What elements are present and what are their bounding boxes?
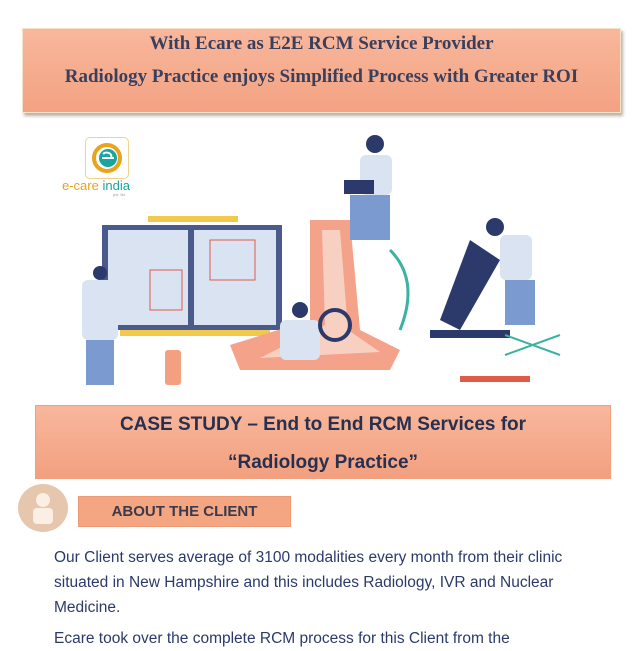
case-study-line-1: CASE STUDY – End to End RCM Services for: [119, 414, 527, 435]
title-line-1: With Ecare as E2E RCM Service Provider: [149, 33, 494, 54]
logo-prefix: e-care: [62, 178, 103, 193]
radiology-illustration: [82, 135, 561, 385]
title-line-2: Radiology Practice enjoys Simplified Pro…: [64, 66, 579, 87]
about-paragraph-2: Ecare took over the complete RCM process…: [54, 630, 510, 647]
ecare-logo-icon: [85, 137, 129, 179]
title-banner: With Ecare as E2E RCM Service Provider R…: [22, 28, 621, 113]
client-avatar-icon: [18, 484, 68, 532]
logo-suffix: india: [102, 178, 130, 193]
about-paragraph-1: Our Client serves average of 3100 modali…: [54, 549, 563, 616]
logo-subtitle: pvt. ltd.: [113, 192, 126, 197]
logo-text: e-care india: [62, 178, 130, 193]
case-study-line-2: “Radiology Practice”: [227, 452, 419, 473]
about-client-heading: ABOUT THE CLIENT: [78, 496, 291, 527]
case-study-banner: CASE STUDY – End to End RCM Services for…: [35, 405, 611, 479]
